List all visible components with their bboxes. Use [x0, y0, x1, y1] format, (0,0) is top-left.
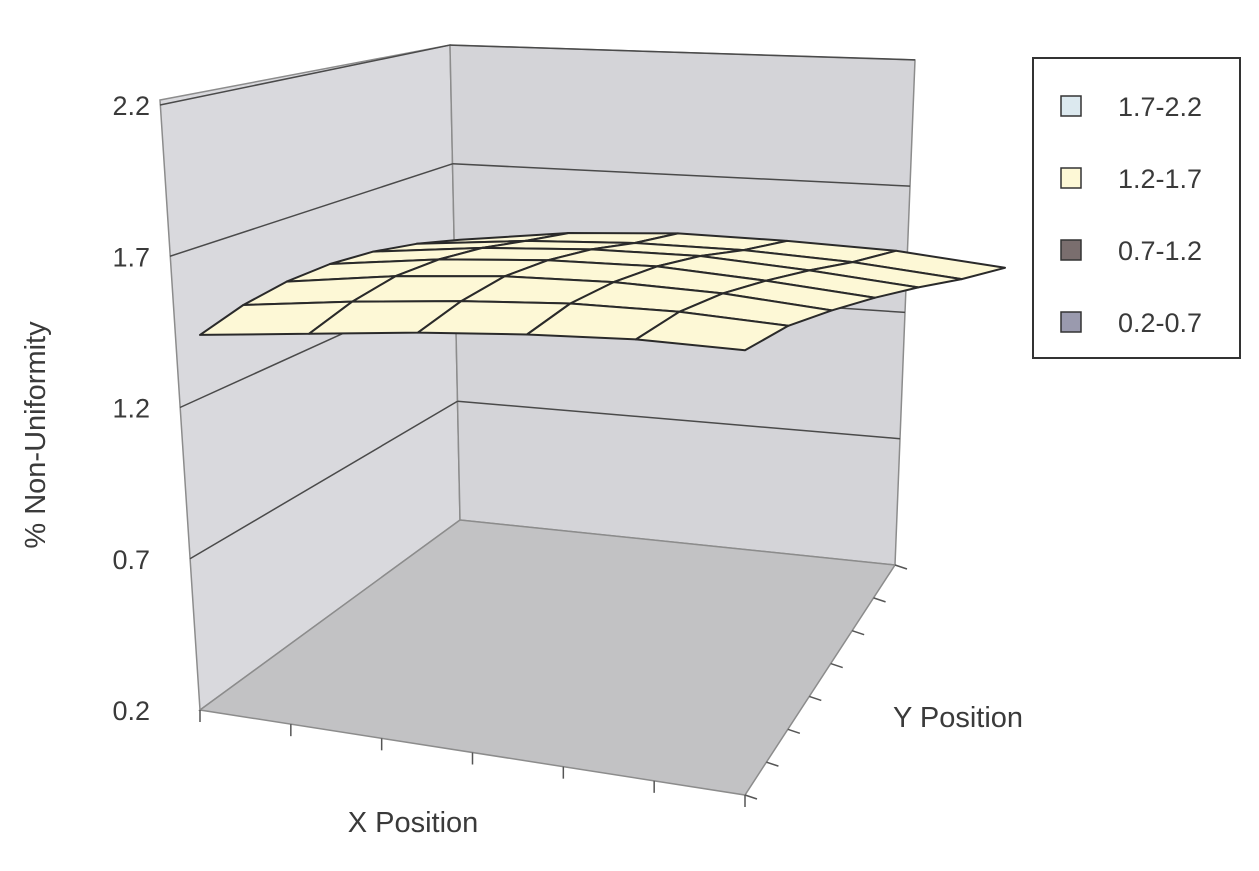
y-tick-mark [873, 597, 886, 603]
z-tick-label: 0.2 [112, 696, 150, 726]
gridline-left [169, 163, 453, 257]
axis-tick-marks [199, 564, 908, 807]
y-tick-mark [830, 662, 843, 669]
legend-items: 1.7-2.2 1.2-1.7 0.7-1.2 0.2-0.7 [1060, 92, 1202, 338]
z-tick-labels: 0.2 0.7 1.2 1.7 2.2 [112, 91, 150, 726]
z-tick-label: 0.7 [112, 545, 150, 575]
gridline-left [189, 400, 458, 560]
gridline-right [449, 44, 916, 61]
gridline-right [457, 400, 901, 440]
z-tick-label: 2.2 [112, 91, 150, 121]
legend-label: 0.2-0.7 [1118, 308, 1202, 338]
gridline-right [452, 163, 911, 187]
z-axis-title: % Non-Uniformity [20, 321, 52, 549]
y-tick-mark [787, 728, 801, 734]
legend-swatch [1060, 239, 1082, 261]
surface-mesh [199, 232, 1006, 352]
y-tick-mark [809, 695, 822, 702]
legend: 1.7-2.2 1.2-1.7 0.7-1.2 0.2-0.7 [1032, 57, 1241, 359]
legend-swatch [1060, 311, 1082, 333]
legend-label: 1.2-1.7 [1118, 164, 1202, 194]
z-tick-label: 1.2 [112, 394, 150, 424]
gridline-left [159, 44, 451, 106]
y-tick-mark [744, 794, 758, 800]
y-tick-mark [766, 761, 779, 767]
legend-swatch [1060, 167, 1082, 189]
y-tick-mark [894, 564, 908, 570]
y-axis-title: Y Position [893, 702, 1023, 734]
legend-label: 1.7-2.2 [1118, 92, 1202, 122]
x-axis-title: X Position [348, 807, 479, 839]
legend-swatch [1060, 95, 1082, 117]
surface-cell [635, 310, 790, 352]
y-tick-mark [851, 630, 865, 636]
legend-label: 0.7-1.2 [1118, 236, 1202, 266]
z-tick-label: 1.7 [112, 242, 150, 272]
